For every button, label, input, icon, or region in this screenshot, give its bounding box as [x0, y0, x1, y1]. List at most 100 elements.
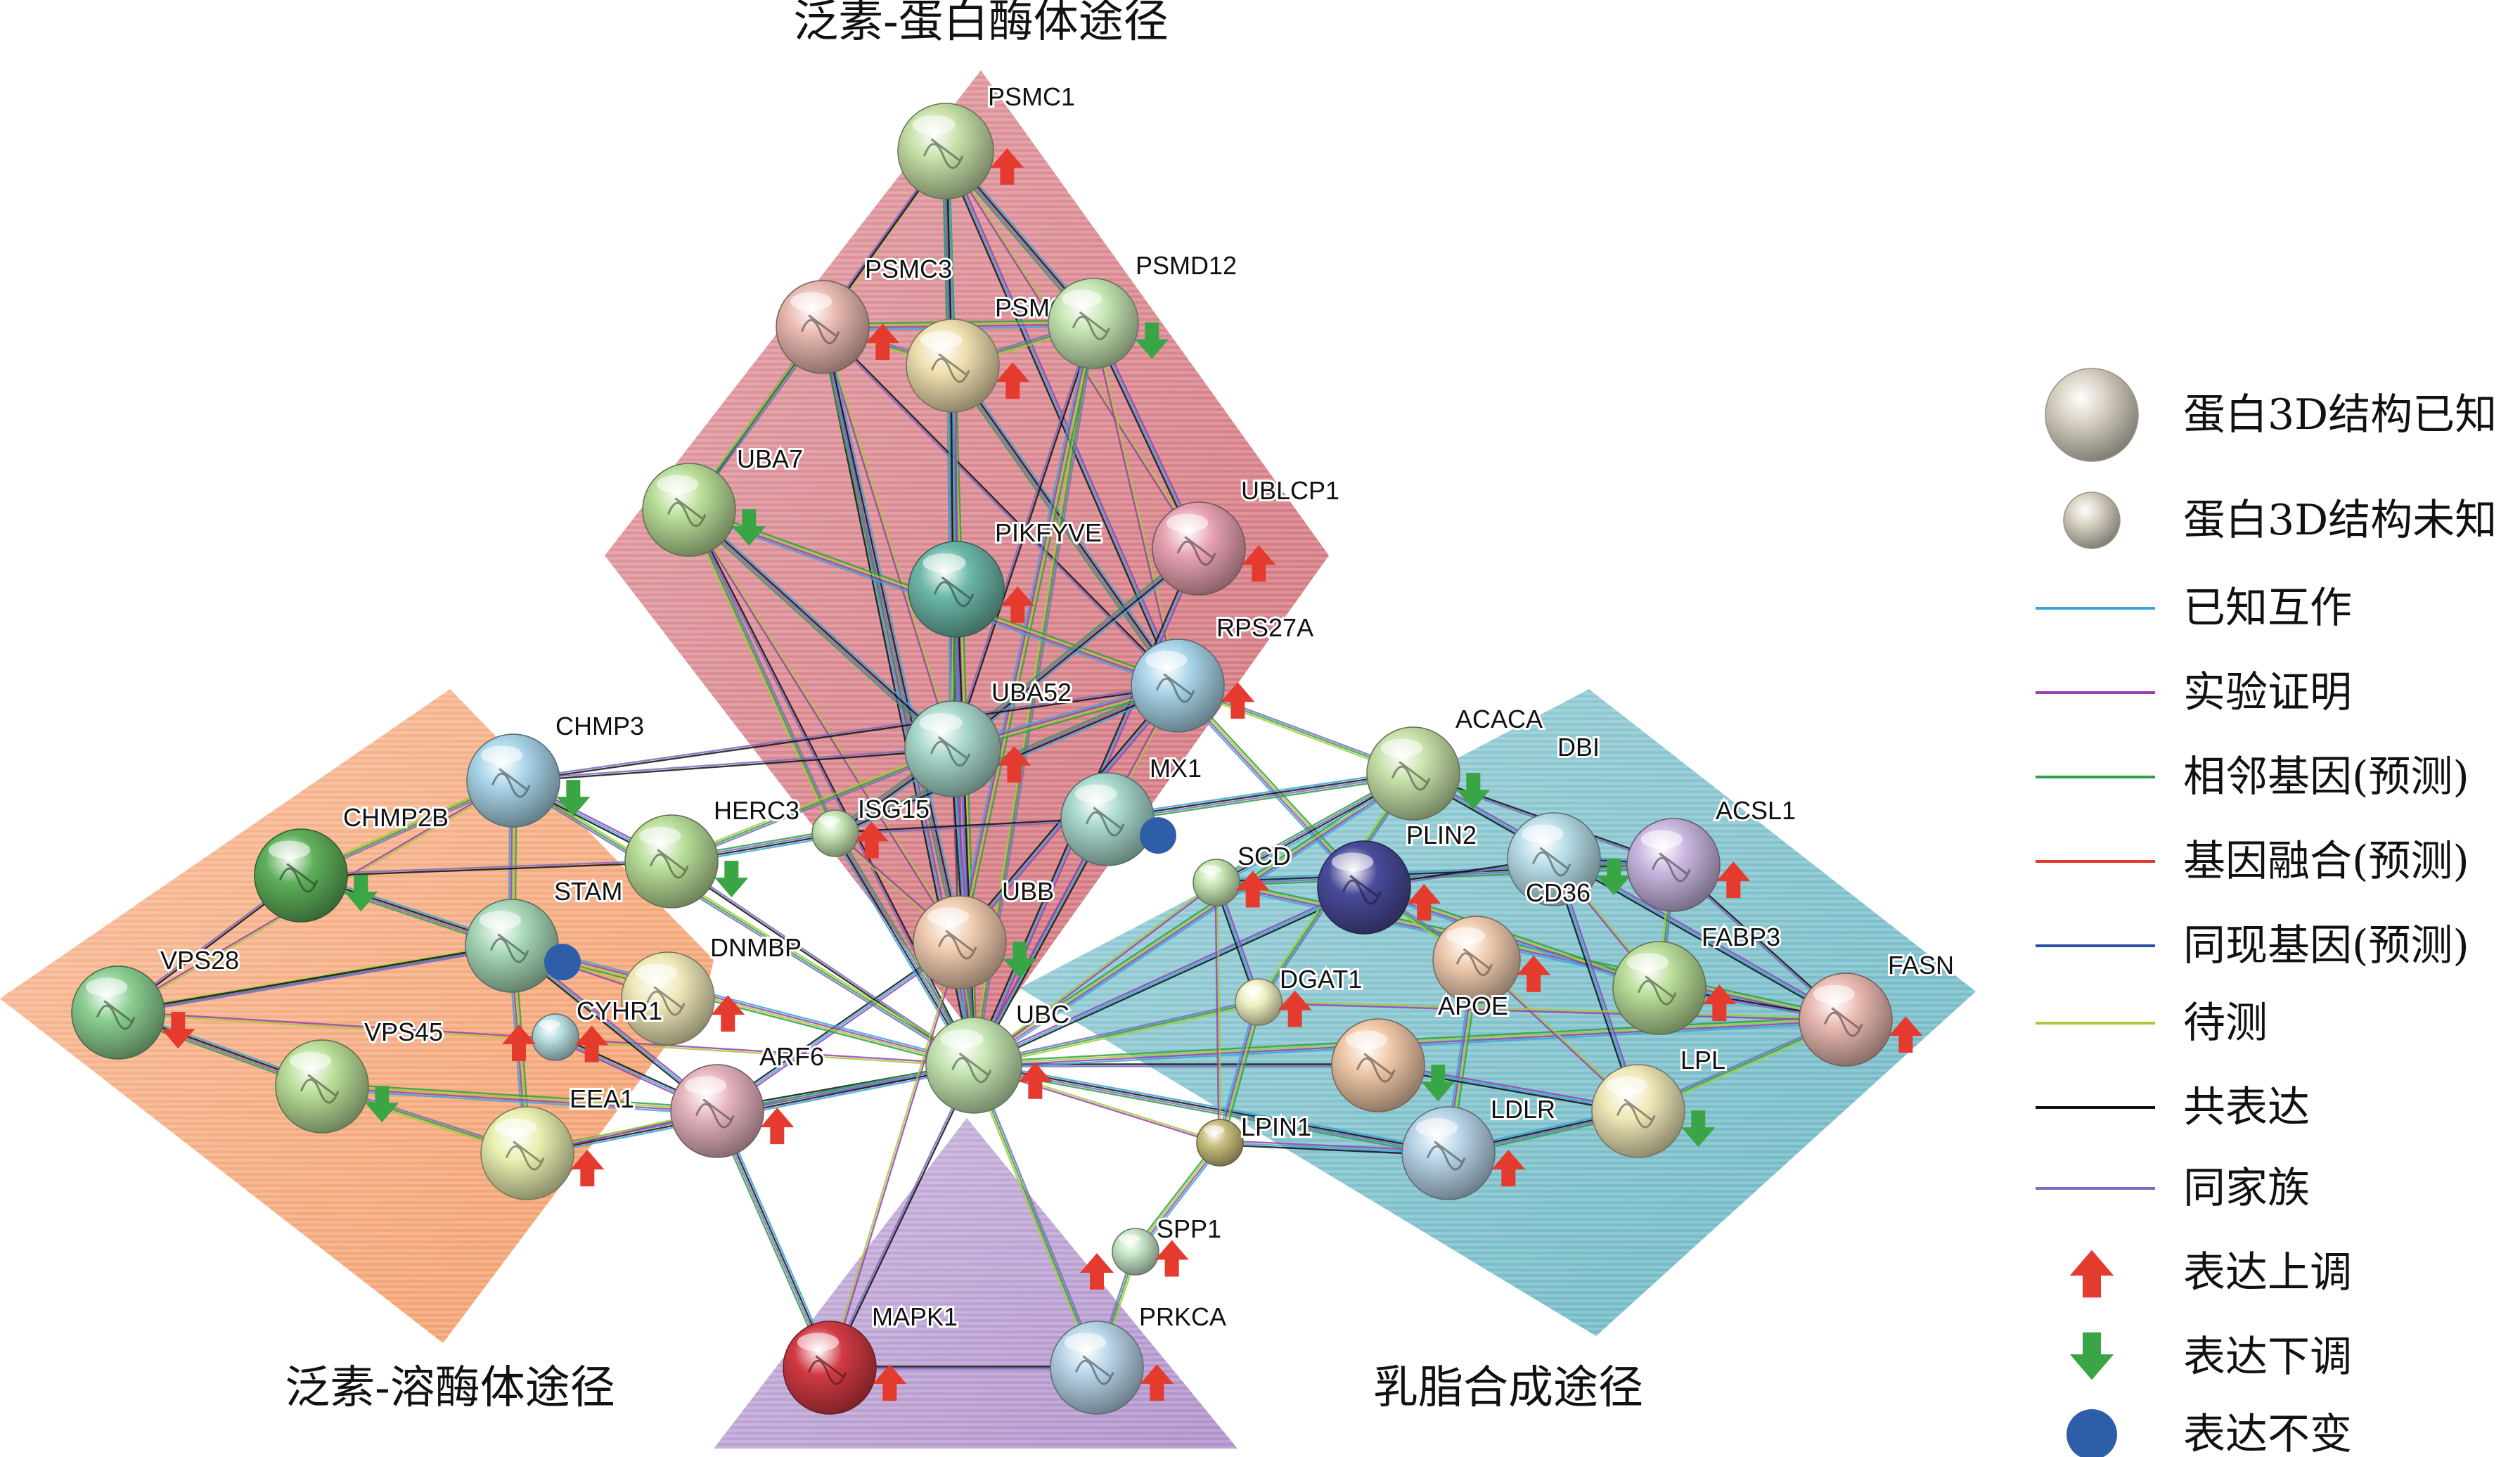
down-arrow-icon	[714, 861, 749, 898]
node-highlight	[1521, 824, 1564, 843]
node-highlight	[912, 115, 956, 135]
node-lpin1[interactable]: LPIN1	[1196, 1110, 1313, 1167]
node-stam[interactable]: STAM	[465, 875, 624, 993]
node-label: ISG15	[858, 795, 930, 823]
edge-PSMC5-RPS27A	[953, 364, 1180, 686]
node-apoe[interactable]: APOE	[1432, 916, 1551, 1022]
edge-UBLCP1-UBA52	[951, 546, 1199, 749]
node-apoe2[interactable]	[1331, 1018, 1455, 1112]
node-dbi[interactable]: DBI	[1555, 731, 1602, 764]
node-scd[interactable]: SCD	[1192, 840, 1293, 908]
node-acaca[interactable]: ACACA	[1366, 702, 1545, 821]
node-mapk1[interactable]: MAPK1	[783, 1300, 960, 1415]
node-fasn[interactable]: FASN	[1799, 949, 1956, 1067]
node-highlight	[479, 911, 522, 930]
legend-item-6: 同现基因(预测)	[2036, 921, 2469, 970]
edge-UBA52-HERC3	[670, 746, 953, 861]
down-arrow-icon	[732, 509, 766, 546]
node-highlight	[1242, 984, 1264, 994]
up-arrow-icon	[1517, 955, 1551, 992]
node-chmp2b[interactable]: CHMP2B	[254, 801, 451, 923]
up-arrow-icon	[997, 745, 1031, 783]
node-highlight	[797, 1333, 840, 1352]
node-vps28[interactable]: VPS28	[71, 944, 241, 1060]
up-arrow-icon	[1001, 586, 1035, 623]
down-arrow-icon	[1681, 1110, 1716, 1148]
structure-icon	[1155, 673, 1195, 703]
up-arrow-icon	[2069, 1250, 2114, 1298]
edge-UBC-HERC3	[671, 859, 975, 1065]
legend-label: 同现基因(预测)	[2183, 921, 2469, 970]
edge-DGAT1-LPIN1	[1218, 1001, 1259, 1143]
node-rps27a[interactable]: RPS27A	[1131, 611, 1316, 733]
edge-UBC-STAM	[512, 942, 975, 1063]
legend-item-4: 相邻基因(预测)	[2036, 752, 2469, 802]
node-pikfyve[interactable]: PIKFYVE	[908, 516, 1104, 638]
legend-item-7: 待测	[2036, 999, 2268, 1048]
node-cyhr1[interactable]: CYHR1	[532, 994, 664, 1063]
edge-PSMC5-RPS27A	[951, 366, 1178, 687]
node-lpl[interactable]: LPL	[1591, 1044, 1728, 1158]
edge-DGAT1-LPIN1	[1216, 1001, 1256, 1143]
node-spp1[interactable]: SPP1	[1112, 1212, 1223, 1277]
node-uba52[interactable]: UBA52	[904, 676, 1074, 797]
node-highlight	[1074, 784, 1117, 803]
node-ubb[interactable]: UBB	[913, 875, 1056, 989]
node-label: DBI	[1557, 733, 1600, 762]
node-psmc3[interactable]: PSMC3	[776, 252, 954, 374]
structure-icon	[937, 930, 977, 960]
node-ubc[interactable]: UBC	[925, 998, 1072, 1114]
node-mx1[interactable]: MX1	[1060, 752, 1204, 866]
node-label: MX1	[1150, 754, 1202, 783]
node-label: PIKFYVE	[995, 518, 1102, 547]
node-uba7[interactable]: UBA7	[642, 442, 805, 557]
node-label: CHMP2B	[343, 803, 449, 832]
node-highlight	[289, 1051, 332, 1070]
structure-icon	[1616, 1098, 1656, 1129]
edge-UBA7-UBA52	[686, 511, 951, 752]
edge-PSMD12-UBB	[956, 322, 1091, 942]
node-dnmbp[interactable]: DNMBP	[621, 931, 804, 1046]
node-herc3[interactable]: HERC3	[624, 794, 802, 909]
node-dgat1[interactable]: DGAT1	[1235, 963, 1364, 1027]
node-highlight	[940, 1029, 984, 1049]
down-arrow-icon	[161, 1012, 195, 1049]
node-ublcp1[interactable]: UBLCP1	[1152, 474, 1342, 596]
edge-UBC-LDLR	[974, 1061, 1450, 1151]
node-label: SPP1	[1157, 1214, 1221, 1243]
node-highlight	[920, 330, 963, 349]
edge-PSMC3-UBB	[825, 326, 964, 942]
edge-HERC3-CHMP2B	[301, 861, 672, 878]
node-plin2[interactable]: PLIN2	[1317, 819, 1479, 935]
edge-VPS28-STAM	[118, 946, 513, 1015]
node-psmd12[interactable]: PSMD12	[1048, 249, 1239, 369]
edge-UBC-ACACA	[974, 774, 1415, 1067]
node-fabp3[interactable]: FABP3	[1612, 920, 1782, 1035]
node-prkca[interactable]: PRKCA	[1050, 1300, 1228, 1415]
node-isg15[interactable]: ISG15	[811, 792, 932, 859]
node-highlight	[1640, 830, 1683, 849]
node-label: HERC3	[714, 796, 799, 825]
down-arrow-icon	[1135, 322, 1169, 359]
edge-UBC-SCD	[974, 882, 1218, 1067]
node-highlight	[1166, 513, 1209, 532]
region-title-ups: 泛素-蛋白酶体途径	[793, 0, 1169, 48]
edge-PSMC3-UBA52	[821, 327, 953, 750]
down-arrow-icon	[344, 875, 378, 912]
edge-PSMC3-UBB	[821, 327, 960, 943]
node-ldlr[interactable]: LDLR	[1401, 1093, 1557, 1200]
node-cd36[interactable]: CD36	[1507, 812, 1631, 909]
node-arf6[interactable]: ARF6	[670, 1040, 826, 1158]
node-highlight	[268, 840, 311, 859]
node-label: UBLCP1	[1241, 476, 1339, 505]
node-highlight	[927, 907, 970, 926]
node-psmc1[interactable]: PSMC1	[897, 80, 1077, 200]
node-acsl1[interactable]: ACSL1	[1626, 794, 1798, 912]
node-label: DNMBP	[710, 933, 802, 962]
edge-UBC-DGAT1	[973, 1001, 1259, 1067]
node-eea1[interactable]: EEA1	[480, 1082, 636, 1200]
structure-icon	[649, 849, 689, 879]
node-vps45[interactable]: VPS45	[275, 1015, 445, 1134]
node-chmp3[interactable]: CHMP3	[466, 710, 646, 828]
